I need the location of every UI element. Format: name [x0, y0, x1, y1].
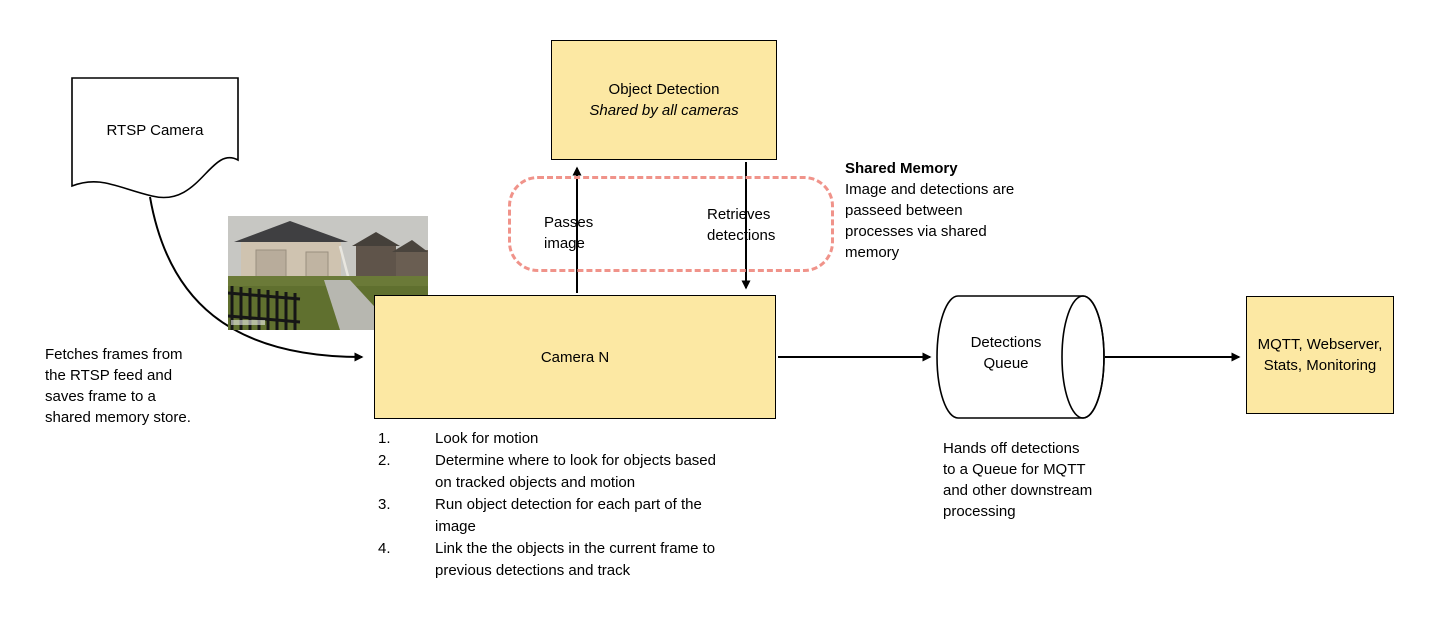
shared-memory-note-title: Shared Memory — [845, 160, 958, 177]
camera-n-box: Camera N — [374, 295, 776, 419]
step-text: Look for motion — [435, 430, 539, 447]
mqtt-box-label: MQTT, Webserver, Stats, Monitoring — [1257, 336, 1383, 374]
step-text: Link the the objects in the current fram… — [435, 540, 716, 579]
step-number: 4. — [378, 540, 391, 557]
camera-step-item: 1. Look for motion — [378, 428, 778, 450]
object-detection-subtitle: Shared by all cameras — [589, 102, 739, 119]
object-detection-box: Object Detection Shared by all cameras — [551, 40, 777, 160]
retrieves-detections-label: Retrieves detections — [707, 206, 776, 244]
shared-memory-note-body: Image and detections are passeed between… — [845, 181, 1015, 261]
step-text: Determine where to look for objects base… — [435, 452, 716, 491]
shared-memory-note: Shared Memory Image and detections are p… — [845, 158, 1027, 263]
camera-step-item: 2. Determine where to look for objects b… — [378, 450, 778, 494]
step-number: 2. — [378, 452, 391, 469]
fetches-frames-note: Fetches frames from the RTSP feed and sa… — [45, 346, 191, 426]
shared-memory-region-outline — [508, 176, 834, 272]
step-number: 3. — [378, 496, 391, 513]
rtsp-camera-label: RTSP Camera — [106, 122, 204, 139]
mqtt-box: MQTT, Webserver, Stats, Monitoring — [1246, 296, 1394, 414]
passes-image-label: Passes image — [544, 214, 594, 252]
camera-step-item: 3. Run object detection for each part of… — [378, 494, 778, 538]
object-detection-title: Object Detection — [608, 81, 720, 98]
camera-step-item: 4. Link the the objects in the current f… — [378, 538, 778, 582]
camera-n-label: Camera N — [540, 348, 610, 366]
detections-queue-label: Detections Queue — [970, 334, 1042, 372]
hands-off-note: Hands off detections to a Queue for MQTT… — [943, 440, 1093, 520]
step-number: 1. — [378, 430, 391, 447]
step-text: Run object detection for each part of th… — [435, 496, 702, 535]
camera-steps-list: 1. Look for motion 2. Determine where to… — [378, 428, 778, 582]
